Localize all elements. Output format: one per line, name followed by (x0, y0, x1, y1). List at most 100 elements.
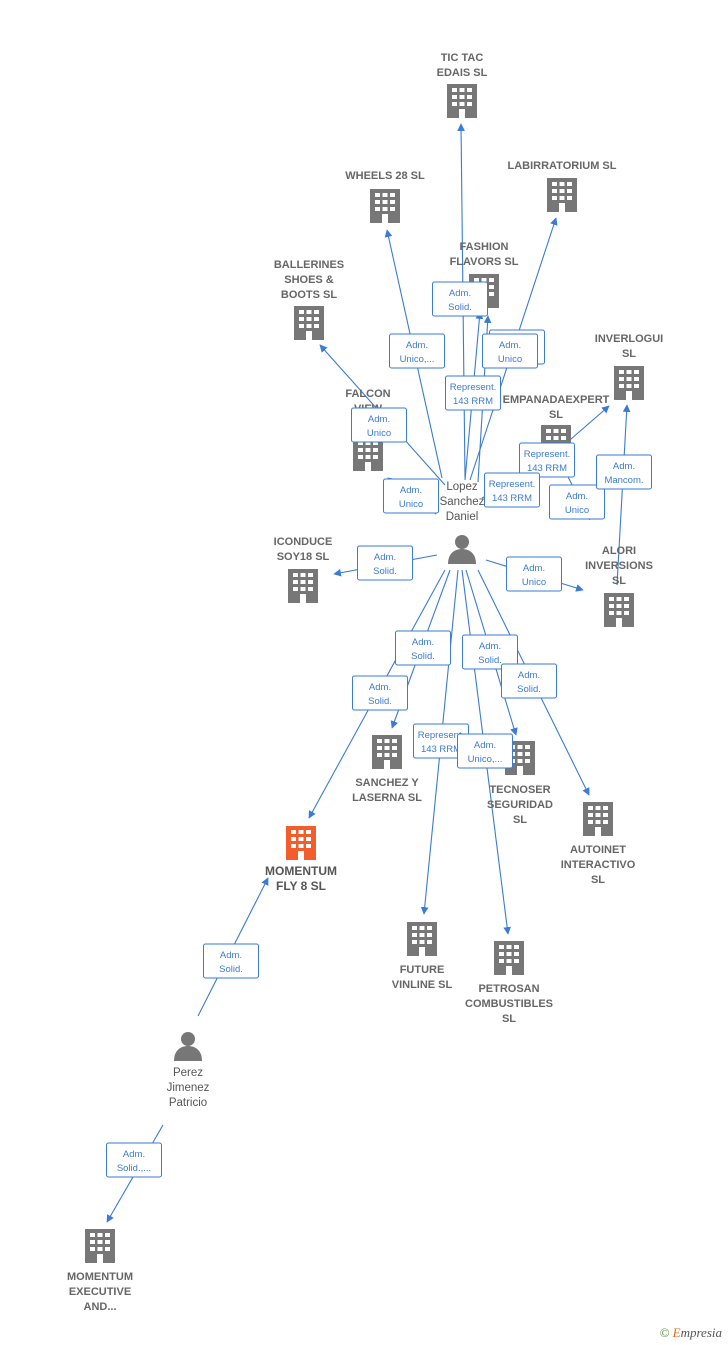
edge-label-text: Adm. (479, 641, 501, 652)
node-label-line: FLAVORS SL (450, 256, 519, 268)
node-label-line: Sanchez (440, 496, 485, 508)
node-label-line: Daniel (446, 511, 479, 523)
edge-label-text: Solid. (368, 696, 392, 707)
node-label-line: FUTURE (400, 964, 445, 976)
company-node-tictac[interactable]: TIC TAC EDAIS SL (437, 52, 488, 118)
node-label-line: SL (612, 575, 626, 587)
edge-label-tecnoser[interactable]: Adm.Solid. (462, 634, 518, 670)
edge-label-fashion[interactable]: Adm. Unico (482, 333, 538, 369)
edge-label-icond[interactable]: Adm.Solid. (357, 545, 413, 581)
edge-label-text: 143 RRM (421, 744, 461, 755)
building-icon (547, 178, 577, 212)
edge-label-box (389, 333, 445, 369)
edge-label-autoinet[interactable]: Adm.Solid. (501, 663, 557, 699)
building-icon (447, 84, 477, 118)
node-label-line: SL (502, 1013, 516, 1025)
node-label-line: COMBUSTIBLES (465, 998, 553, 1010)
edge-label-box (484, 472, 540, 508)
company-node-petrosan[interactable]: PETROSAN COMBUSTIBLES SL (465, 941, 553, 1025)
company-node-icond[interactable]: ICONDUCE SOY18 SL (274, 536, 333, 603)
edge-label-box (357, 545, 413, 581)
node-label-line: FLY 8 SL (276, 879, 326, 893)
node-label-line: MOMENTUM (265, 864, 337, 878)
building-icon (288, 569, 318, 603)
node-label-line: SEGURIDAD (487, 799, 553, 811)
edge-label-text: Unico (498, 354, 522, 365)
node-label-line: ICONDUCE (274, 536, 333, 548)
node-label-line: INVERLOGUI (595, 333, 663, 345)
edge-label-text: Adm. (499, 340, 521, 351)
person-icon (448, 535, 476, 564)
edge-label-fashion2[interactable]: Represent. 143 RRM (445, 375, 501, 411)
edge-label-text: Unico,... (468, 754, 503, 765)
building-icon (372, 735, 402, 769)
edge-label-text: Solid. (411, 651, 435, 662)
building-icon (85, 1229, 115, 1263)
edge-label-text: Adm. (406, 340, 428, 351)
node-label-line: AUTOINET (570, 844, 626, 856)
edge-label-box (462, 634, 518, 670)
node-label-line: SL (622, 348, 636, 360)
edge-label-empan[interactable]: Represent.143 RRM (484, 472, 540, 508)
edge-label-text: Adm. (374, 552, 396, 563)
building-icon (583, 802, 613, 836)
node-label-line: PETROSAN (478, 983, 539, 995)
node-label-line: AND... (84, 1301, 117, 1313)
edge-label-sanchez[interactable]: Adm. Solid. (395, 630, 451, 666)
edge-label-perez-exec[interactable]: Adm. Solid.,... (106, 1142, 162, 1178)
node-label-line: BOOTS SL (281, 289, 338, 301)
company-node-empan[interactable]: EMPANADAEXPERT SL (503, 394, 610, 459)
edge-label-perez-mom[interactable]: Adm.Solid. (203, 943, 259, 979)
edge-label-petrosan[interactable]: Adm. Unico,... (457, 733, 513, 769)
edge-label-tictac[interactable]: Adm.Solid. (432, 281, 488, 317)
node-label-line: SL (591, 874, 605, 886)
node-label-line: EMPANADAEXPERT (503, 394, 610, 406)
node-label-line: TIC TAC (441, 52, 484, 64)
edge-label-falcon[interactable]: Adm.Unico (383, 478, 439, 514)
node-label-line: Jimenez (167, 1082, 210, 1094)
node-label-line: MOMENTUM (67, 1271, 133, 1283)
node-label-line: SOY18 SL (277, 551, 330, 563)
edge-label-text: Represent. (450, 382, 496, 393)
edge-label-text: Solid.,... (117, 1163, 151, 1174)
edge-label-momentum[interactable]: Adm.Solid. (352, 675, 408, 711)
node-label-line: TECNOSER (489, 784, 550, 796)
company-node-momexec[interactable]: MOMENTUMEXECUTIVEAND... (67, 1229, 133, 1313)
edge-label-text: 143 RRM (453, 396, 493, 407)
edge-label-alori[interactable]: Adm.Unico (506, 556, 562, 592)
edge-label-text: Adm. (412, 637, 434, 648)
building-icon (407, 922, 437, 956)
edge-label-box (549, 484, 605, 520)
node-label-line: SL (549, 409, 563, 421)
edge-label-text: Adm. (474, 740, 496, 751)
edge-label-baller[interactable]: Adm.Unico (351, 407, 407, 443)
edge-label-box (519, 442, 575, 478)
brand-initial: E (672, 1325, 681, 1340)
edge-label-box (506, 556, 562, 592)
edge-label-text: Represent. (524, 449, 570, 460)
company-node-wheels[interactable]: WHEELS 28 SL (345, 170, 425, 223)
company-node-labirr[interactable]: LABIRRATORIUM SL (508, 160, 617, 212)
edge-label-text: Adm. (123, 1149, 145, 1160)
node-label-line: EDAIS SL (437, 67, 488, 79)
edge-label-inverl[interactable]: Represent.143 RRM (519, 442, 575, 478)
edge-label-wheels[interactable]: Adm.Unico,... (389, 333, 445, 369)
company-node-inverl[interactable]: INVERLOGUI SL (595, 333, 663, 400)
edge-label-empan2[interactable]: Adm.Unico (549, 484, 605, 520)
edge-label-box (383, 478, 439, 514)
edge-label-alori-inv[interactable]: Adm.Mancom. (596, 454, 652, 490)
building-icon (286, 826, 316, 860)
edge-alori-inv (616, 404, 631, 586)
